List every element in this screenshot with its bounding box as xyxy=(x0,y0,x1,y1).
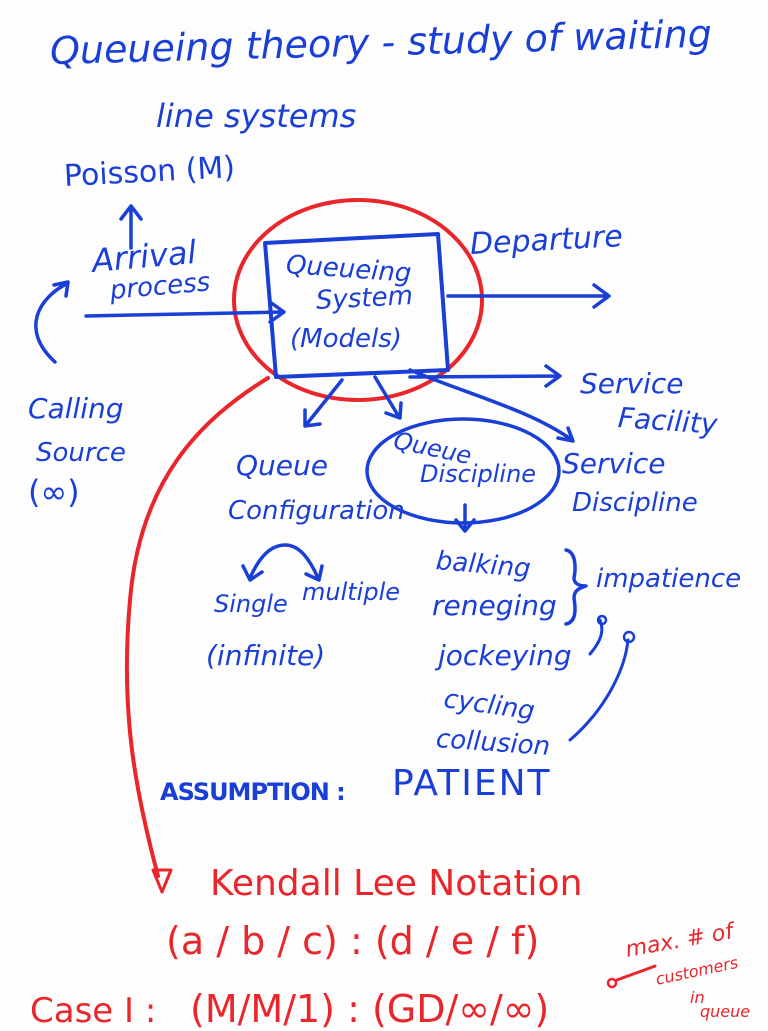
behaviors-arrow xyxy=(454,503,476,533)
annotation-line-3: in xyxy=(690,988,705,1007)
infinite-label: (infinite) xyxy=(206,639,326,672)
kendall-example-label: Case I : xyxy=(30,991,157,1031)
service-discipline-label-2: Discipline xyxy=(572,488,698,518)
calling-label-1: Calling xyxy=(28,392,124,425)
poisson-arrow xyxy=(119,204,143,250)
arrival-arrow xyxy=(84,300,286,324)
service-facility-arrow xyxy=(408,364,562,388)
discipline-arrow xyxy=(373,375,403,420)
kendall-title: Kendall Lee Notation xyxy=(210,863,583,904)
configuration-arrow xyxy=(303,378,344,428)
system-highlight-circle xyxy=(232,198,484,402)
impatience-label: impatience xyxy=(596,564,742,594)
poisson-label: Poisson (M) xyxy=(63,150,236,194)
service-discipline-arrow xyxy=(408,368,575,443)
system-label-2: System xyxy=(315,280,414,316)
departure-arrow xyxy=(446,283,611,309)
impatience-dot-2 xyxy=(622,630,636,644)
kendall-notation: (a / b / c) : (d / e / f) xyxy=(166,919,540,963)
kendall-link-curve xyxy=(124,376,270,878)
kendall-example: (M/M/1) : (GD/∞/∞) xyxy=(190,987,550,1031)
multiple-label: multiple xyxy=(302,578,401,606)
behavior-jockeying: jockeying xyxy=(438,639,572,672)
impatience-arrow-2 xyxy=(568,638,630,742)
service-facility-label-1: Service xyxy=(580,367,684,400)
annotation-pointer xyxy=(615,964,657,982)
departure-label: Departure xyxy=(469,219,624,262)
impatience-arrow-1 xyxy=(588,618,604,656)
annotation-dot xyxy=(606,977,618,989)
behavior-reneging: reneging xyxy=(432,589,557,622)
behavior-collusion: collusion xyxy=(434,724,552,762)
behavior-balking: balking xyxy=(434,546,532,585)
assumption-label: ASSUMPTION : xyxy=(160,778,346,806)
service-facility-label-2: Facility xyxy=(616,401,719,441)
impatience-dot-1 xyxy=(596,614,608,626)
calling-arrow xyxy=(34,280,70,364)
queue-discipline-label-2: Discipline xyxy=(420,460,537,488)
queue-configuration-label-2: Configuration xyxy=(228,496,405,526)
config-fork xyxy=(241,543,324,582)
assumption-value: PATIENT xyxy=(392,763,552,804)
impatience-brace xyxy=(564,548,588,626)
discipline-circle xyxy=(365,417,561,525)
queue-configuration-label-1: Queue xyxy=(236,449,328,482)
service-discipline-label-1: Service xyxy=(562,447,666,480)
calling-label-3: (∞) xyxy=(28,473,80,511)
single-label: Single xyxy=(214,590,288,618)
calling-label-2: Source xyxy=(36,438,126,468)
heading-line-2: line systems xyxy=(156,97,357,135)
system-box xyxy=(263,232,450,379)
system-label-3: (Models) xyxy=(290,324,402,354)
annotation-line-4: queue xyxy=(700,1002,751,1021)
kendall-link-arrowhead xyxy=(151,868,173,894)
